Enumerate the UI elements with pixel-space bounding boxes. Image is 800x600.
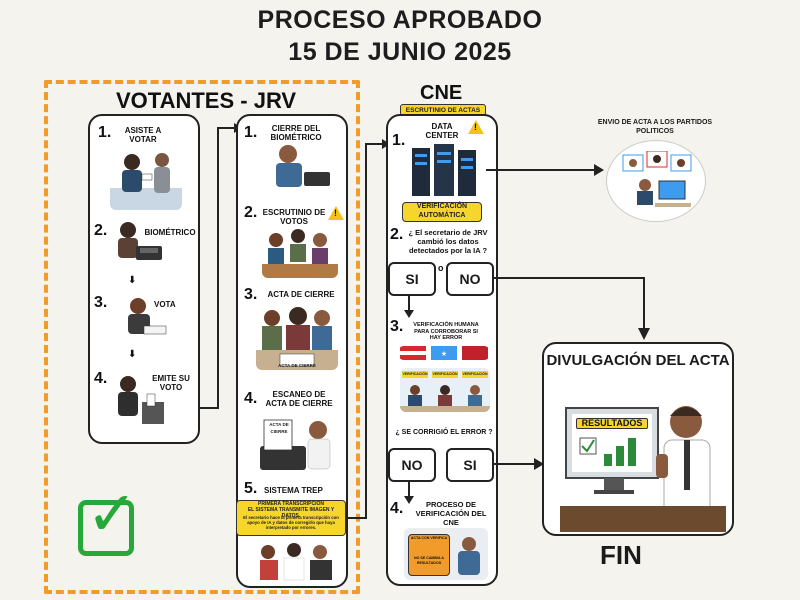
step-number: 1. bbox=[244, 124, 258, 141]
verification-panel-label: VERIFICACIÓN bbox=[432, 371, 458, 378]
warning-icon: ! bbox=[328, 206, 344, 220]
step-number: 4. bbox=[244, 390, 258, 407]
verification-sign-label: ACTA CON VERIFICA bbox=[410, 536, 448, 540]
step-number: 1. bbox=[392, 132, 406, 149]
voting-illustration bbox=[128, 298, 167, 335]
decision-separator: o bbox=[438, 263, 444, 273]
decision-yes-button[interactable]: SI bbox=[388, 262, 436, 296]
step-label: EMITE SU VOTO bbox=[152, 374, 190, 392]
check-icon: ✓ bbox=[86, 480, 138, 549]
jrv-question: ¿ El secretario de JRV cambió los datos … bbox=[408, 228, 488, 255]
decision-no-button[interactable]: NO bbox=[446, 262, 494, 296]
down-arrow: ⬇ bbox=[128, 349, 137, 360]
trep-note-subtitle: EL SISTEMA TRANSMITE IMAGEN Y DATOS. bbox=[247, 507, 335, 519]
step-number: 2. bbox=[244, 204, 258, 221]
biometric-close-illustration bbox=[276, 145, 330, 187]
ballot-box-illustration bbox=[118, 376, 164, 424]
step-number: 3. bbox=[244, 286, 258, 303]
votantes-jrv-frame bbox=[44, 80, 360, 594]
divulgacion-title: DIVULGACIÓN DEL ACTA bbox=[546, 352, 730, 369]
trep-team-illustration bbox=[260, 543, 332, 581]
scan-label: ACTA DE CIERRE bbox=[269, 422, 289, 434]
svg-text:★: ★ bbox=[441, 350, 447, 358]
verification-panel-label: VERIFICACIÓN bbox=[462, 371, 488, 378]
partidos-label: ENVIO DE ACTA A LOS PARTIDOS POLITICOS bbox=[597, 119, 713, 135]
verification-panel-label: VERIFICACIÓN bbox=[402, 371, 428, 378]
page-subtitle-date: 15 DE JUNIO 2025 bbox=[288, 38, 512, 66]
trep-note-body: El secretario hace la primera transcripc… bbox=[243, 515, 339, 530]
down-arrow bbox=[404, 296, 414, 318]
down-arrow bbox=[404, 482, 414, 504]
step-number: 2. bbox=[390, 226, 404, 243]
step-label: DATA CENTER bbox=[425, 122, 459, 140]
party-flags-illustration: ★ bbox=[400, 346, 488, 360]
step-number: 3. bbox=[390, 318, 404, 335]
cne-heading: CNE bbox=[420, 82, 463, 104]
cne-verification-illustration: ACTA CON VERIFICA NO SE CAMBIA A RESULTA… bbox=[404, 528, 488, 580]
voter-arrives-illustration bbox=[110, 153, 182, 210]
human-verification-illustration: VERIFICACIÓN VERIFICACIÓN VERIFICACIÓN bbox=[400, 368, 490, 412]
acta-signing-illustration bbox=[256, 307, 338, 370]
vote-count-illustration bbox=[262, 229, 338, 278]
trep-note-title: PRIMERA TRANSCRIPCIÓN bbox=[258, 501, 324, 507]
flow-arrow bbox=[494, 277, 650, 340]
step-label: VOTA bbox=[154, 300, 176, 309]
scanner-illustration bbox=[260, 419, 331, 470]
step-label: ACTA DE CIERRE bbox=[267, 290, 335, 299]
flow-arrow bbox=[486, 164, 604, 176]
acta-label: ACTA DE CIERRE bbox=[278, 363, 316, 368]
partidos-illustration bbox=[606, 140, 706, 222]
down-arrow: ⬇ bbox=[128, 275, 137, 286]
step-number: 1. bbox=[98, 124, 112, 141]
step-label: ESCANEO DE ACTA DE CIERRE bbox=[265, 390, 333, 408]
step-label: CIERRE DEL BIOMÉTRICO bbox=[270, 124, 322, 142]
votantes-heading: VOTANTES - JRV bbox=[116, 88, 297, 113]
approved-checkbox bbox=[78, 500, 134, 556]
fin-label: FIN bbox=[600, 540, 642, 570]
step-number: 2. bbox=[94, 222, 108, 239]
step-label: BIOMÉTRICO bbox=[144, 228, 196, 237]
page-title: PROCESO APROBADO bbox=[257, 6, 543, 34]
step-label: PROCESO DE VERIFICACIÓN DEL CNE bbox=[415, 500, 487, 527]
votantes-panel bbox=[88, 114, 200, 444]
corrected-error-question: ¿ SE CORRIGIÓ EL ERROR ? bbox=[395, 429, 493, 436]
step-number: 4. bbox=[94, 370, 108, 387]
step-number: 4. bbox=[390, 500, 404, 517]
step-label: SISTEMA TREP bbox=[264, 486, 323, 495]
verificacion-automatica-badge bbox=[402, 202, 482, 222]
step-label: ASISTE A VOTAR bbox=[124, 126, 162, 144]
decision-no-button-2[interactable]: NO bbox=[388, 448, 436, 482]
step-number: 3. bbox=[94, 294, 108, 311]
warning-icon: ! bbox=[468, 120, 484, 134]
step-number: 5. bbox=[244, 480, 258, 497]
biometric-scanner-illustration bbox=[118, 222, 162, 260]
decision-yes-button-2[interactable]: SI bbox=[446, 448, 494, 482]
data-center-servers-illustration bbox=[412, 144, 476, 196]
results-screen-label: RESULTADOS bbox=[576, 418, 648, 429]
flow-arrow bbox=[494, 458, 544, 470]
verification-sign-note: NO SE CAMBIA A RESULTADOS bbox=[414, 556, 444, 565]
step-label: ESCRUTINIO DE VOTOS bbox=[262, 208, 326, 226]
results-presenter-illustration bbox=[560, 406, 726, 532]
verificacion-automatica-label: VERIFICACIÓN AUTOMÁTICA bbox=[416, 203, 468, 219]
step-label: VERIFICACIÓN HUMANA PARA CORROBORAR SI H… bbox=[413, 322, 479, 341]
trep-note bbox=[236, 500, 346, 536]
